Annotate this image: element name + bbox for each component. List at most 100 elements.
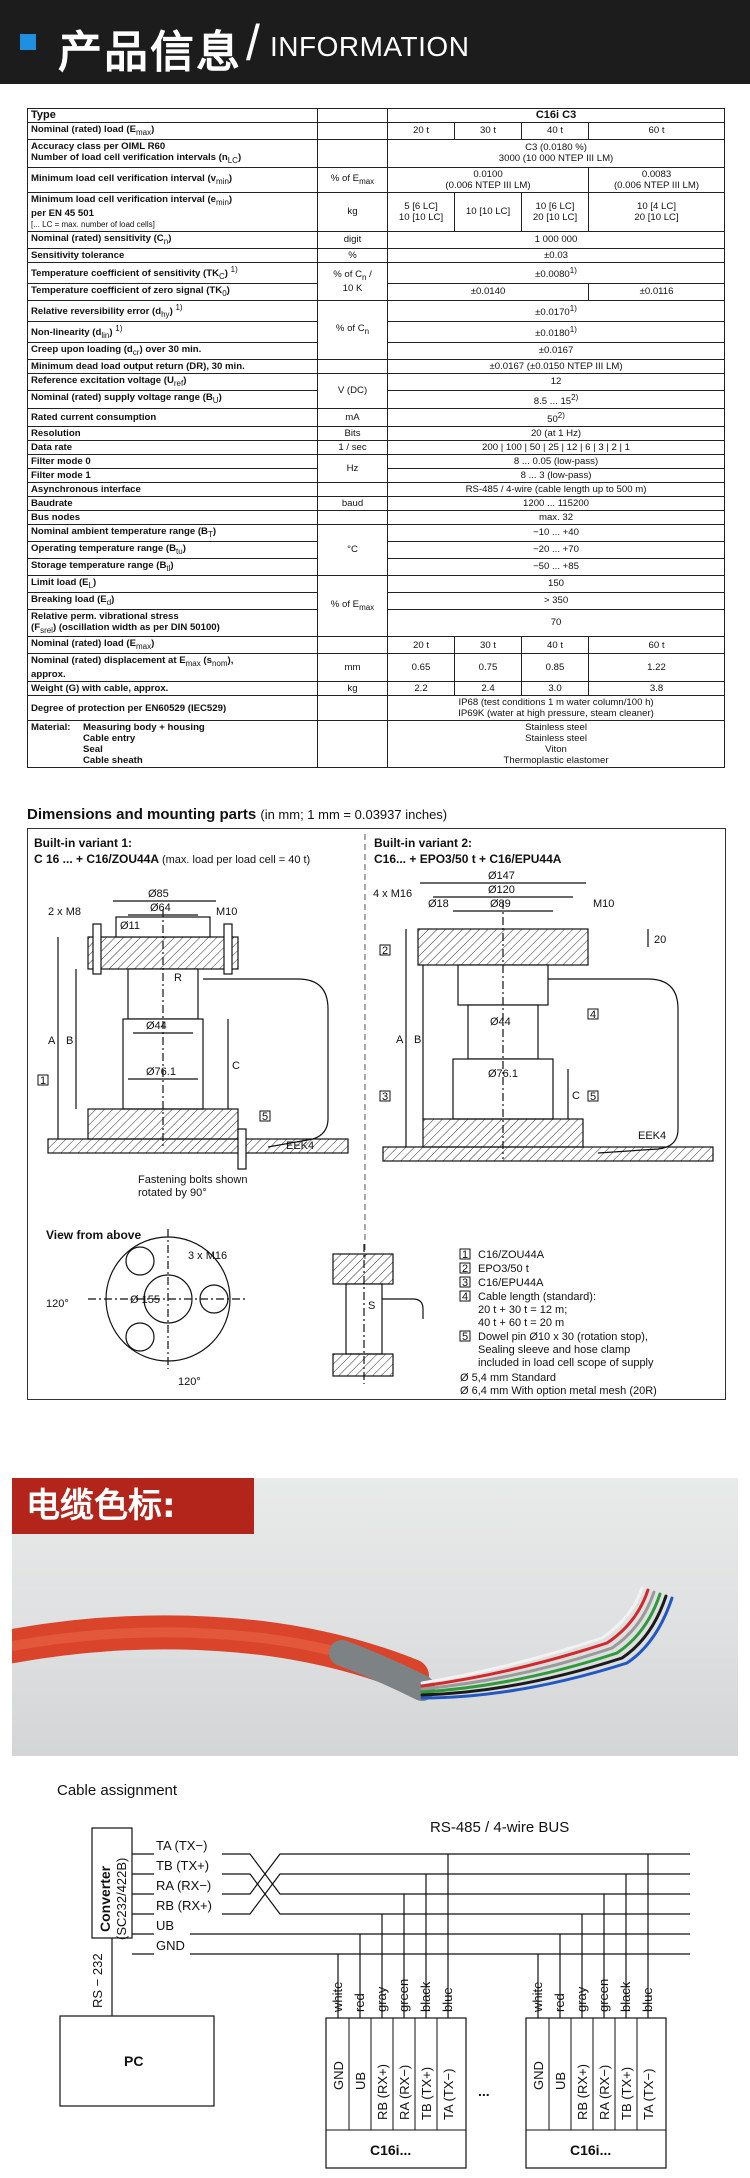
table-row: Relative perm. vibrational stress(Fsrel)… bbox=[27, 608, 726, 638]
table-row: Nominal (rated) displacement at Emax (sn… bbox=[27, 653, 726, 683]
svg-text:C16/ZOU44A: C16/ZOU44A bbox=[478, 1249, 545, 1261]
table-row: Relative reversibility error (dhy) 1) % … bbox=[27, 299, 726, 360]
line-ta: TA (TX−) bbox=[156, 1838, 207, 1853]
dim-d64: Ø64 bbox=[150, 902, 171, 914]
dim-d44-v2: Ø44 bbox=[490, 1016, 511, 1028]
table-row: Temperature coefficient of zero signal (… bbox=[27, 282, 726, 301]
dim-d761-v2: Ø76.1 bbox=[488, 1068, 518, 1080]
variant1-drawing bbox=[47, 900, 349, 1170]
device2-colors: white red gray green black blue bbox=[530, 1979, 655, 2013]
header-title-en: INFORMATION bbox=[270, 31, 470, 62]
bus-wires bbox=[111, 1853, 690, 2018]
dim-d44: Ø44 bbox=[146, 1020, 167, 1032]
svg-text:gray: gray bbox=[574, 1986, 589, 2012]
bus-label: RS-485 / 4-wire BUS bbox=[430, 1819, 569, 1836]
callout-3: 3 bbox=[382, 1091, 388, 1103]
shrink-sleeve bbox=[329, 1640, 435, 1701]
variant2-title: Built-in variant 2: bbox=[374, 836, 472, 850]
table-row: Nominal (rated) load (Emax) 20 t 30 t 40… bbox=[27, 636, 726, 655]
svg-text:blue: blue bbox=[440, 1987, 455, 2012]
svg-text:gray: gray bbox=[374, 1986, 389, 2012]
detail-drawing bbox=[332, 1244, 424, 1384]
dimensions-drawing: Built-in variant 1: C 16 ... + C16/ZOU44… bbox=[27, 828, 726, 1400]
device1-pins: GND UB RB (RX+) RA (RX−) TB (TX+) TA (TX… bbox=[331, 2061, 456, 2120]
label-eek4: EEK4 bbox=[286, 1140, 314, 1152]
svg-text:black: black bbox=[618, 1981, 633, 2012]
cable-photo: 电缆色标: bbox=[12, 1478, 738, 1756]
svg-text:green: green bbox=[596, 1979, 611, 2012]
callout-1: 1 bbox=[40, 1075, 46, 1087]
table-row: Weight (G) with cable, approx. kg 2.2 2.… bbox=[27, 681, 726, 697]
svg-text:3: 3 bbox=[462, 1277, 468, 1289]
callout-box bbox=[379, 1090, 391, 1102]
view-above-drawing bbox=[88, 1229, 248, 1369]
dim-m10: M10 bbox=[216, 906, 237, 918]
fasten-note-b: rotated by 90° bbox=[138, 1187, 207, 1199]
svg-text:RA (RX−): RA (RX−) bbox=[397, 2065, 412, 2120]
line-rb: RB (RX+) bbox=[156, 1898, 212, 1913]
callout-5: 5 bbox=[262, 1111, 268, 1123]
table-row: Data rate 1 / sec 200 | 100 | 50 | 25 | … bbox=[27, 440, 726, 455]
table-row: Nominal ambient temperature range (BT) °… bbox=[27, 524, 726, 576]
table-row: Bus nodes max. 32 bbox=[27, 510, 726, 525]
callout-5-v2: 5 bbox=[590, 1091, 596, 1103]
converter-model: (SC232/422B) bbox=[114, 1858, 129, 1940]
callout-box bbox=[379, 944, 391, 956]
svg-text:20 t + 30 t = 12 m;: 20 t + 30 t = 12 m; bbox=[478, 1304, 567, 1316]
device2-pins: GND UB RB (RX+) RA (RX−) TB (TX+) TA (TX… bbox=[531, 2061, 656, 2120]
wires bbox=[420, 1586, 674, 1700]
table-row: Minimum load cell verification interval … bbox=[27, 191, 726, 232]
dim-d11: Ø11 bbox=[120, 920, 140, 932]
table-row: Limit load (EL) % of Emax 150 bbox=[27, 574, 726, 638]
svg-text:Dowel pin Ø10 x 30 (rotation s: Dowel pin Ø10 x 30 (rotation stop), bbox=[478, 1331, 648, 1343]
svg-text:Ø 5,4 mm Standard: Ø 5,4 mm Standard bbox=[460, 1372, 556, 1384]
table-row: Nominal (rated) sensitivity (Cn) digit 1… bbox=[27, 230, 726, 249]
table-row: Non-linearity (dlin) 1) ±0.01801) bbox=[27, 320, 726, 343]
rs232-label: RS − 232 bbox=[90, 1953, 105, 2008]
svg-text:RA (RX−): RA (RX−) bbox=[597, 2065, 612, 2120]
table-row: Nominal (rated) load (Emax) 20 t 30 t 40… bbox=[27, 122, 726, 140]
cable-assignment-title: Cable assignment bbox=[57, 1782, 178, 1799]
svg-text:RB (RX+): RB (RX+) bbox=[375, 2064, 390, 2120]
svg-text:4: 4 bbox=[462, 1291, 468, 1303]
dim-a: A bbox=[48, 1035, 56, 1047]
table-row: Minimum load cell verification interval … bbox=[27, 166, 726, 193]
cable-illustration bbox=[12, 1586, 674, 1701]
dim-d120: Ø120 bbox=[488, 884, 515, 896]
dim-m8: 2 x M8 bbox=[48, 906, 81, 918]
dim-d18: Ø18 bbox=[428, 898, 449, 910]
table-row: Sensitivity tolerance % ±0.03 bbox=[27, 247, 726, 263]
svg-text:black: black bbox=[418, 1981, 433, 2012]
dim-r: R bbox=[174, 972, 182, 984]
svg-text:Sealing sleeve and hose clamp: Sealing sleeve and hose clamp bbox=[478, 1344, 630, 1356]
svg-text:5: 5 bbox=[462, 1331, 468, 1343]
dimensions-title: Dimensions and mounting parts (in mm; 1 … bbox=[27, 806, 448, 823]
header-slash: / bbox=[246, 15, 260, 71]
svg-text:white: white bbox=[330, 1982, 345, 2013]
variant1-title: Built-in variant 1: bbox=[34, 836, 132, 850]
table-row: Creep upon loading (dcr) over 30 min. ±0… bbox=[27, 341, 726, 360]
table-row: Storage temperature range (Btl) −50 ... … bbox=[27, 557, 726, 576]
device2-label: C16i... bbox=[570, 2142, 611, 2158]
legend: 1 C16/ZOU44A 2 EPO3/50 t 3 C16/EPU44A 4 … bbox=[459, 1248, 657, 1397]
svg-text:40 t + 60 t = 20 m: 40 t + 60 t = 20 m bbox=[478, 1317, 564, 1329]
table-row: Rated current consumption mA 502) bbox=[27, 407, 726, 428]
dim-d155: Ø 155 bbox=[130, 1294, 160, 1306]
svg-text:red: red bbox=[352, 1993, 367, 2012]
svg-text:Ø 6,4 mm With option metal mes: Ø 6,4 mm With option metal mesh (20R) bbox=[460, 1385, 657, 1397]
svg-text:1: 1 bbox=[462, 1249, 468, 1261]
dim-s: S bbox=[368, 1300, 375, 1312]
svg-text:green: green bbox=[396, 1979, 411, 2012]
fasten-note-a: Fastening bolts shown bbox=[138, 1174, 247, 1186]
svg-text:red: red bbox=[552, 1993, 567, 2012]
table-row: Type C16i C3 bbox=[27, 108, 726, 123]
pc-box bbox=[59, 2015, 215, 2107]
label-eek4-v2: EEK4 bbox=[638, 1130, 666, 1142]
table-row: Minimum dead load output return (DR), 30… bbox=[27, 358, 726, 374]
dim-a-v2: A bbox=[396, 1034, 404, 1046]
dim-b-v2: B bbox=[414, 1034, 421, 1046]
callout-box bbox=[587, 1008, 599, 1020]
header-banner: 产品信息 / INFORMATION bbox=[0, 0, 750, 84]
svg-text:TA (TX−): TA (TX−) bbox=[641, 2069, 656, 2120]
callout-2: 2 bbox=[382, 945, 388, 957]
